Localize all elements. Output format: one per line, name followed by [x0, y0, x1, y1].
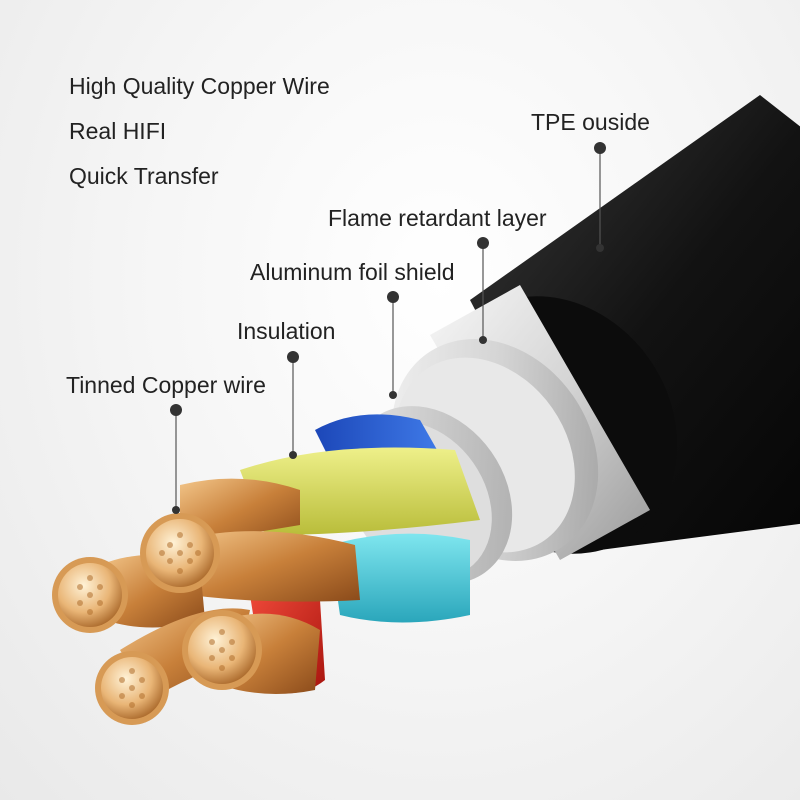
insulation-dot — [287, 351, 299, 363]
copper-dot-end — [172, 506, 180, 514]
callout-dots — [170, 142, 606, 514]
label-aluminum-foil: Aluminum foil shield — [250, 259, 455, 285]
copper-bundles — [52, 478, 360, 725]
feature-quick-transfer: Quick Transfer — [69, 163, 219, 189]
insulation-dot-end — [289, 451, 297, 459]
foil-dot-end — [389, 391, 397, 399]
copper-dot — [170, 404, 182, 416]
label-tpe-outside: TPE ouside — [531, 109, 650, 135]
flame-dot — [477, 237, 489, 249]
tpe-dot-end — [596, 244, 604, 252]
label-insulation: Insulation — [237, 318, 336, 344]
insulation-cyan — [330, 533, 470, 623]
callouts — [175, 148, 601, 510]
label-flame-retardant: Flame retardant layer — [328, 205, 547, 231]
flame-dot-end — [479, 336, 487, 344]
tpe-dot — [594, 142, 606, 154]
feature-copper-wire: High Quality Copper Wire — [69, 73, 330, 99]
label-tinned-copper: Tinned Copper wire — [66, 372, 266, 398]
feature-real-hifi: Real HIFI — [69, 118, 167, 144]
foil-dot — [387, 291, 399, 303]
